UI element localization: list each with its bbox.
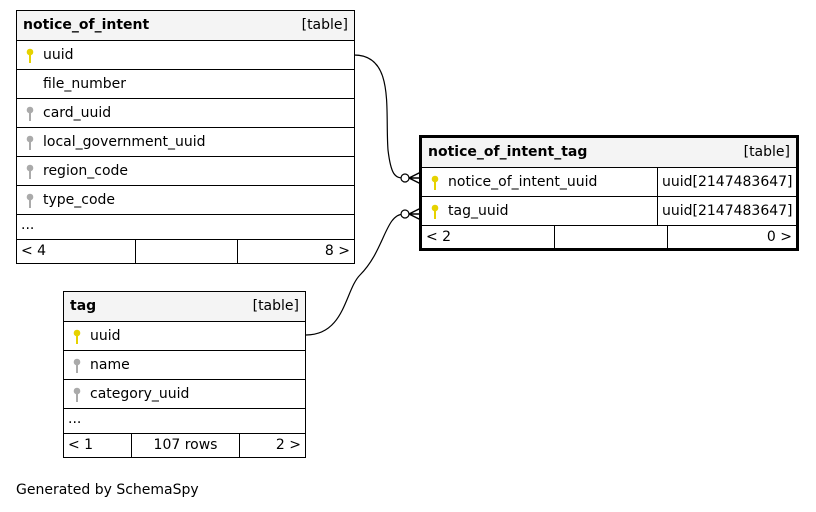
generator-credit: Generated by SchemaSpy [16,482,199,498]
footer-parents-cell[interactable]: < 1 [64,434,131,457]
footer-parents: < 4 [21,243,47,259]
column-name: uuid [43,47,74,63]
footer-children-cell[interactable]: 2 > [239,434,305,457]
table-footer: < 2 0 > [422,225,796,249]
column-row[interactable]: notice_of_intent_uuid uuid[2147483647] [422,167,796,196]
column-name: tag_uuid [448,203,509,219]
footer-rows-cell [135,240,237,263]
table-footer: < 4 8 > [17,239,354,263]
footer-rows: 107 rows [153,437,218,453]
column-name: notice_of_intent_uuid [448,174,598,190]
edge-tag-uuid [305,213,405,336]
edge-end-circle-1 [400,173,410,183]
column-type: uuid[2147483647] [657,168,796,196]
column-row[interactable]: card_uuid [17,98,354,127]
footer-rows-cell [554,226,667,249]
table-kind: [table] [301,17,348,33]
primary-key-icon [73,329,81,344]
table-name: notice_of_intent [23,17,150,33]
column-name: region_code [43,163,129,179]
primary-key-icon [26,48,34,63]
primary-key-icon [431,204,439,219]
primary-key-icon [431,175,439,190]
footer-children: 2 > [275,437,301,453]
table-tag[interactable]: tag [table] uuid name category_uuid ... … [63,291,306,458]
foreign-key-icon [26,193,34,208]
table-name: notice_of_intent_tag [428,144,588,160]
footer-children-cell[interactable]: 0 > [667,226,796,249]
table-header: notice_of_intent [table] [17,11,354,40]
footer-children: 0 > [766,229,792,245]
more-columns-row: ... [17,214,354,239]
foreign-key-icon [26,106,34,121]
table-header: tag [table] [64,292,305,321]
table-name: tag [70,298,97,314]
table-footer: < 1 107 rows 2 > [64,433,305,457]
column-name: card_uuid [43,105,112,121]
foreign-key-icon [73,358,81,373]
column-name: category_uuid [90,386,190,402]
table-kind: [table] [743,144,790,160]
ellipsis: ... [21,217,35,233]
table-header: notice_of_intent_tag [table] [422,138,796,167]
column-name: local_government_uuid [43,134,206,150]
table-kind: [table] [252,298,299,314]
footer-parents: < 1 [68,437,94,453]
column-name: uuid [90,328,121,344]
column-row[interactable]: region_code [17,156,354,185]
footer-children-cell[interactable]: 8 > [237,240,354,263]
footer-rows-cell: 107 rows [131,434,239,457]
column-name: type_code [43,192,116,208]
ellipsis: ... [68,411,82,427]
column-row[interactable]: local_government_uuid [17,127,354,156]
more-columns-row: ... [64,408,305,433]
column-name: file_number [43,76,126,92]
table-notice-of-intent-tag[interactable]: notice_of_intent_tag [table] notice_of_i… [419,135,799,251]
edge-notice-of-intent-uuid [353,54,405,179]
edge-end-circle-2 [400,209,410,219]
column-row[interactable]: uuid [17,40,354,69]
footer-children: 8 > [324,243,350,259]
column-row[interactable]: uuid [64,321,305,350]
foreign-key-icon [26,135,34,150]
column-row[interactable]: name [64,350,305,379]
column-row[interactable]: type_code [17,185,354,214]
column-name: name [90,357,130,373]
column-row[interactable]: category_uuid [64,379,305,408]
footer-parents-cell[interactable]: < 2 [422,226,554,249]
footer-parents-cell[interactable]: < 4 [17,240,135,263]
footer-parents: < 2 [426,229,452,245]
column-row[interactable]: file_number [17,69,354,98]
table-notice-of-intent[interactable]: notice_of_intent [table] uuid file_numbe… [16,10,355,264]
column-type: uuid[2147483647] [657,197,796,225]
column-row[interactable]: tag_uuid uuid[2147483647] [422,196,796,225]
foreign-key-icon [73,387,81,402]
foreign-key-icon [26,164,34,179]
